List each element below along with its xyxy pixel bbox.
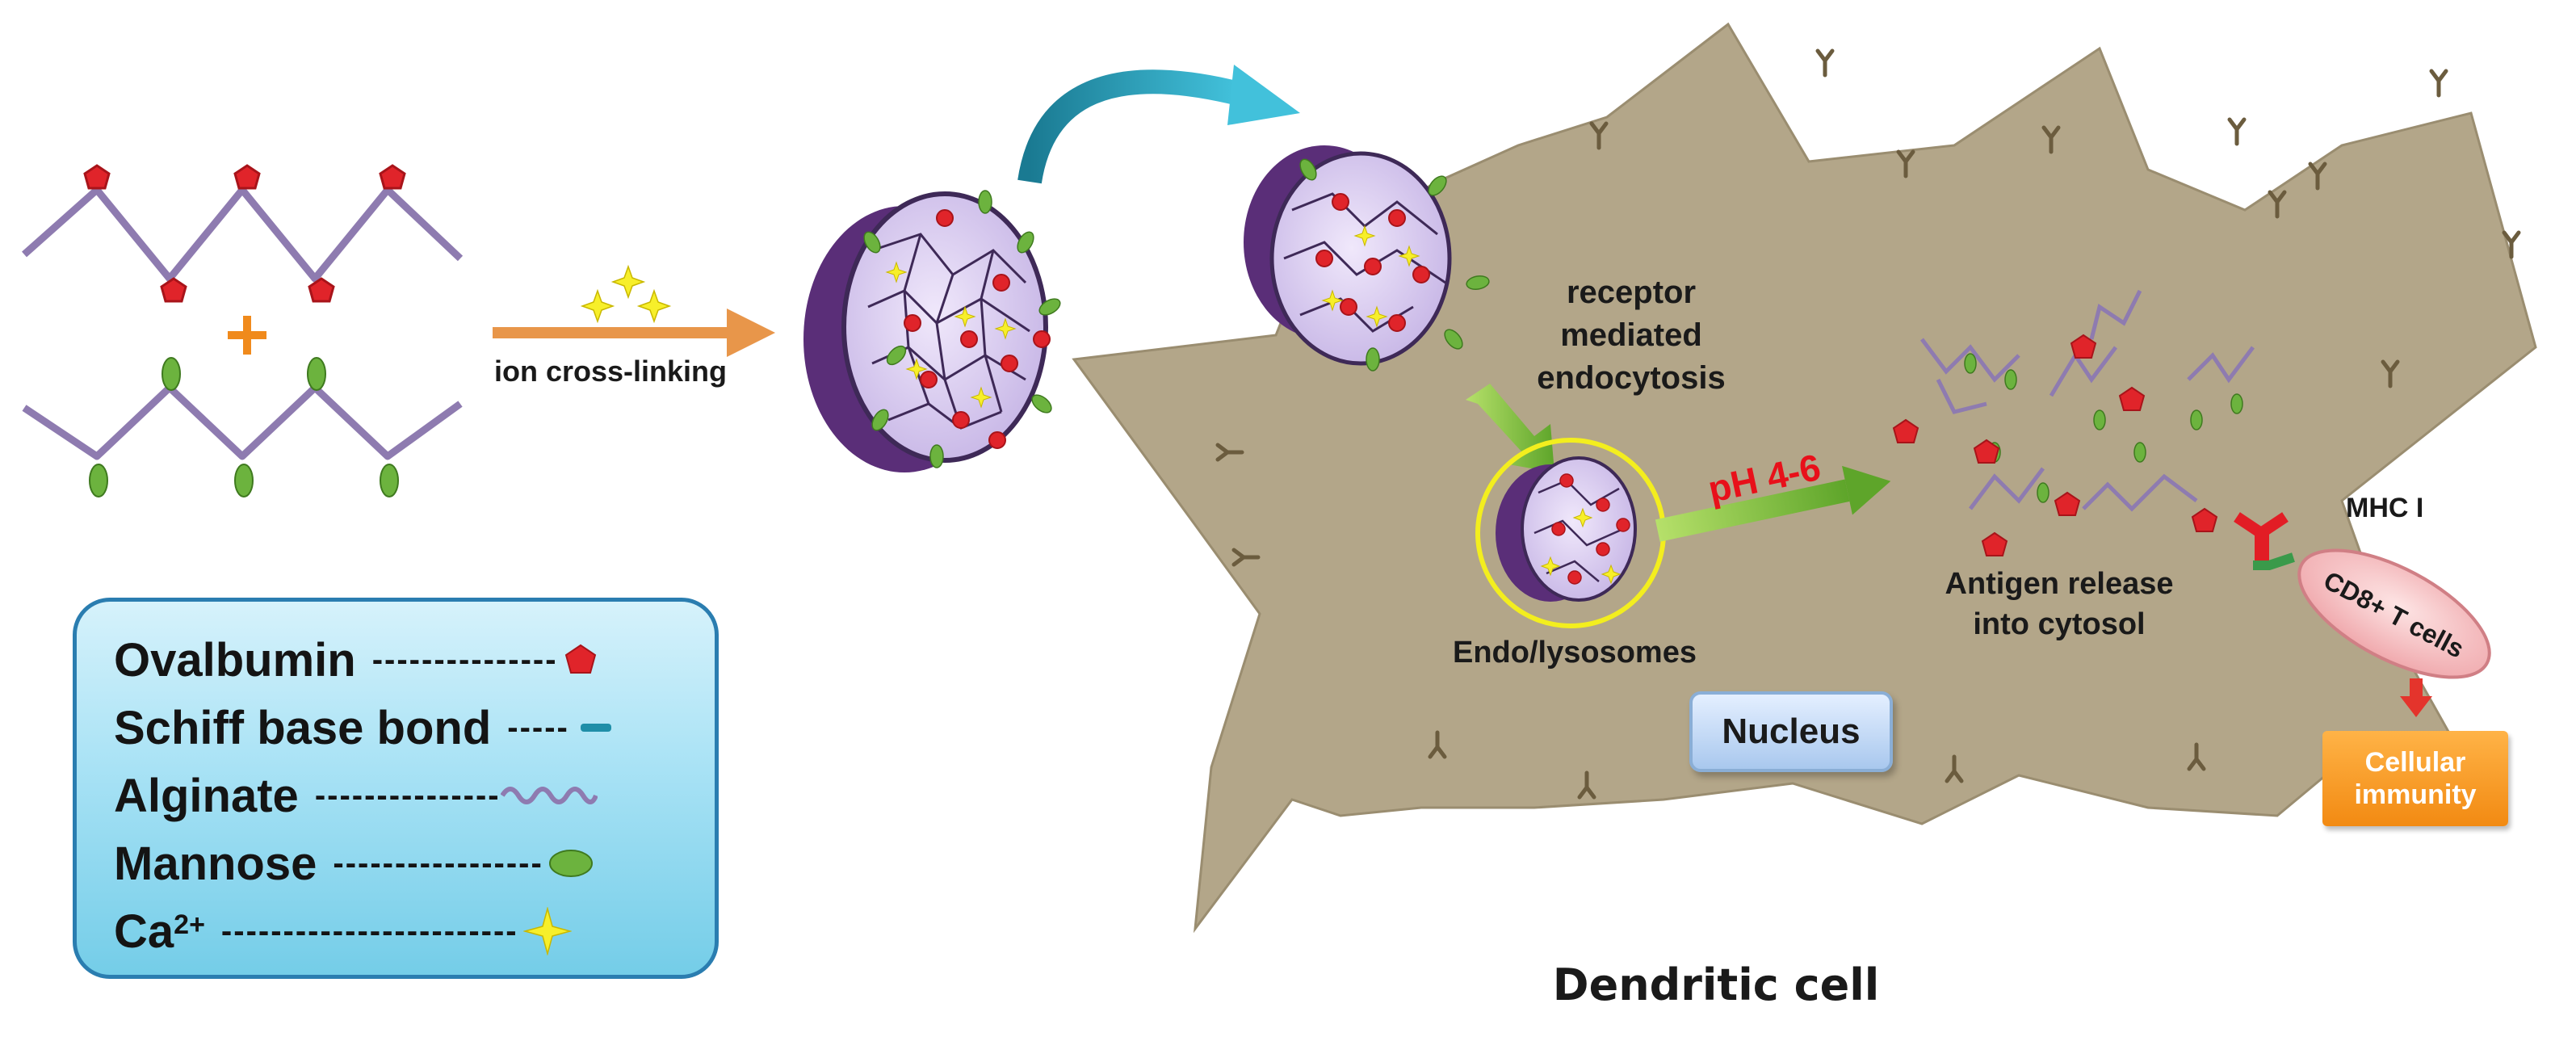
receptor-y-1: [1589, 121, 1609, 150]
antigen-release-line1: Antigen release: [1945, 567, 2174, 601]
mhc-receptor: [2234, 512, 2295, 570]
cellular-immunity-box: Cellular immunity: [2322, 731, 2508, 826]
immunity-label-line2: immunity: [2354, 779, 2477, 810]
immunity-down-arrow: [2400, 678, 2432, 717]
nucleus-label: Nucleus: [1722, 712, 1861, 751]
ovalbumin-marker-top-2: [233, 164, 261, 190]
alginate-chain-bottom: [22, 384, 463, 460]
mannose-marker-b-2: [307, 357, 326, 391]
receptor-markers: [1215, 48, 2521, 800]
receptor-label-line3: endocytosis: [1537, 360, 1725, 396]
legend-name: Ovalbumin: [114, 633, 356, 686]
legend-dashes: -----------------: [333, 845, 543, 881]
ion-crosslinking-label: ion cross-linking: [494, 355, 727, 388]
receptor-y-2: [1896, 149, 1915, 178]
legend-name: Mannose: [114, 837, 317, 890]
ovalbumin-marker-top-1: [83, 164, 111, 190]
nanoparticle-large: [803, 190, 1061, 472]
receptor-y-13: [1577, 770, 1596, 800]
schiff-base-icon: [580, 724, 611, 732]
immunity-label-line1: Cellular: [2364, 747, 2466, 778]
ovalbumin-marker-icon: [564, 644, 596, 674]
antigen-release-line2: into cytosol: [1973, 607, 2145, 641]
calcium-icon-2: [610, 264, 646, 300]
alginate-chain-top: [22, 186, 464, 283]
legend-superscript: 2+: [174, 909, 205, 940]
receptor-label-line2: mediated: [1560, 317, 1702, 353]
calcium-star-icon: [522, 907, 572, 955]
endosome: [1475, 438, 1666, 628]
mannose-marker-b-1: [162, 357, 181, 391]
receptor-y-3: [2041, 125, 2061, 154]
calcium-icon-1: [580, 288, 615, 324]
dendritic-cell-label: Dendritic cell: [1553, 959, 1879, 1010]
legend-dashes: -----: [507, 709, 569, 745]
receptor-label-line1: receptor: [1567, 275, 1696, 310]
ovalbumin-marker-top-5: [308, 277, 335, 303]
legend-row-ovalbumin: Ovalbumin ---------------: [114, 631, 598, 689]
mannose-ellipse-icon: [548, 850, 593, 877]
ph-arrow: [1655, 465, 1891, 542]
alginate-wave-icon: [500, 787, 598, 804]
alginate-mannose-chain: [22, 357, 463, 498]
receptor-y-17: [2381, 359, 2400, 388]
uptake-curved-arrow: [1017, 65, 1300, 184]
legend-dashes: ------------------------: [220, 913, 518, 949]
plus-icon: [228, 316, 266, 355]
receptor-y-12: [1428, 730, 1447, 759]
released-antigens: [1892, 289, 2255, 556]
ovalbumin-marker-top-4: [160, 277, 187, 303]
receptor-y-9: [1815, 48, 1835, 78]
mannose-marker-b-3: [89, 464, 108, 498]
receptor-y-6: [2429, 69, 2448, 98]
receptor-y-7: [2502, 230, 2521, 259]
receptor-y-15: [2187, 742, 2206, 771]
receptor-y-8: [2227, 117, 2247, 146]
nanoparticle-entering: [1244, 145, 1490, 372]
calcium-sparkles: [580, 264, 672, 324]
receptor-y-14: [1945, 754, 1964, 783]
legend-dashes: ---------------: [371, 641, 558, 678]
receptor-y-4: [2268, 190, 2287, 219]
alginate-ovalbumin-chain: [22, 164, 464, 303]
mannose-marker-b-4: [234, 464, 254, 498]
legend-name: Schiff base bond: [114, 701, 492, 754]
mannose-marker-b-5: [380, 464, 399, 498]
legend-dashes: ---------------: [314, 777, 501, 813]
legend-row-mannose: Mannose -----------------: [114, 834, 595, 892]
crosslinking-arrow: [493, 309, 775, 357]
legend-row-alginate: Alginate ---------------: [114, 766, 598, 825]
calcium-icon-3: [636, 288, 672, 324]
receptor-y-10: [1215, 443, 1244, 462]
legend-name: Ca: [114, 905, 174, 958]
endo-lysosomes-label: Endo/lysosomes: [1453, 636, 1697, 670]
ovalbumin-marker-top-3: [379, 164, 406, 190]
legend-name: Alginate: [114, 769, 299, 822]
nucleus-box: Nucleus: [1689, 691, 1893, 772]
receptor-y-5: [2308, 162, 2327, 191]
legend-row-schiff: Schiff base bond -----: [114, 699, 615, 757]
receptor-y-11: [1231, 548, 1261, 567]
mhc-label: MHC I: [2346, 493, 2423, 523]
legend-box: Ovalbumin --------------- Schiff base bo…: [73, 598, 719, 979]
